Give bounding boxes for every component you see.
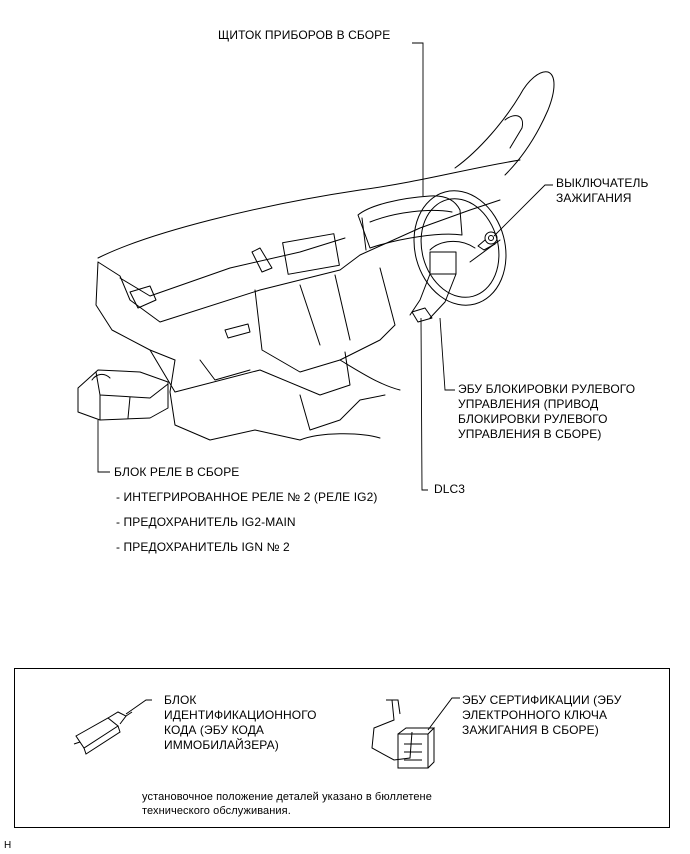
leader-ignition-switch xyxy=(493,184,553,237)
ignition-switch-label: ВЫКЛЮЧАТЕЛЬ ЗАЖИГАНИЯ xyxy=(556,176,649,205)
relay-block-label: БЛОК РЕЛЕ В СБОРЕ xyxy=(114,465,240,479)
relay-item-ig2-main: - ПРЕДОХРАНИТЕЛЬ IG2-MAIN xyxy=(116,515,296,529)
steering-lock-ecu-label: ЭБУ БЛОКИРОВКИ РУЛЕВОГО УПРАВЛЕНИЯ (ПРИВ… xyxy=(458,382,636,441)
certification-ecu-label: ЭБУ СЕРТИФИКАЦИИ (ЭБУ ЭЛЕКТРОННОГО КЛЮЧА… xyxy=(462,693,622,737)
legend-box xyxy=(14,668,670,828)
steering-wheel xyxy=(413,190,507,306)
leader-id-code xyxy=(125,699,152,715)
leader-relay-block xyxy=(97,420,110,473)
certification-ecu-icon xyxy=(371,699,436,769)
legend-note: установочное положение деталей указано в… xyxy=(142,791,432,817)
dash-top xyxy=(97,199,501,323)
center-vent xyxy=(282,233,340,275)
leader-steering-lock xyxy=(439,317,455,391)
leader-dlc3 xyxy=(420,317,428,491)
leader-certification xyxy=(427,697,460,731)
glove-box xyxy=(149,349,351,396)
corner-mark: H xyxy=(4,840,12,851)
instrument-cluster xyxy=(357,195,463,249)
ignition-switch xyxy=(484,231,498,245)
relay-item-ign2: - ПРЕДОХРАНИТЕЛЬ IGN № 2 xyxy=(116,540,290,554)
id-code-box-icon xyxy=(73,711,133,755)
leader-instrument-panel xyxy=(412,42,424,196)
relay-block xyxy=(77,369,169,421)
windshield-edge xyxy=(97,159,521,259)
instrument-panel-label: ЩИТОК ПРИБОРОВ В СБОРЕ xyxy=(218,28,391,42)
relay-item-ig2: - ИНТЕГРИРОВАННОЕ РЕЛЕ № 2 (РЕЛЕ IG2) xyxy=(116,490,378,504)
dlc3-label: DLC3 xyxy=(434,482,466,496)
a-pillar xyxy=(454,71,555,176)
id-code-box-label: БЛОК ИДЕНТИФИКАЦИОННОГО КОДА (ЭБУ КОДА И… xyxy=(164,693,317,752)
